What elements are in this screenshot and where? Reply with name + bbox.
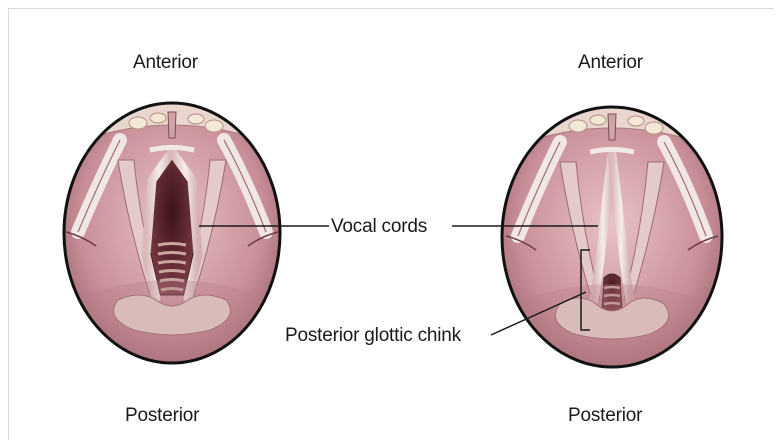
left-larynx-view (64, 103, 280, 370)
right-larynx-view (502, 105, 722, 374)
